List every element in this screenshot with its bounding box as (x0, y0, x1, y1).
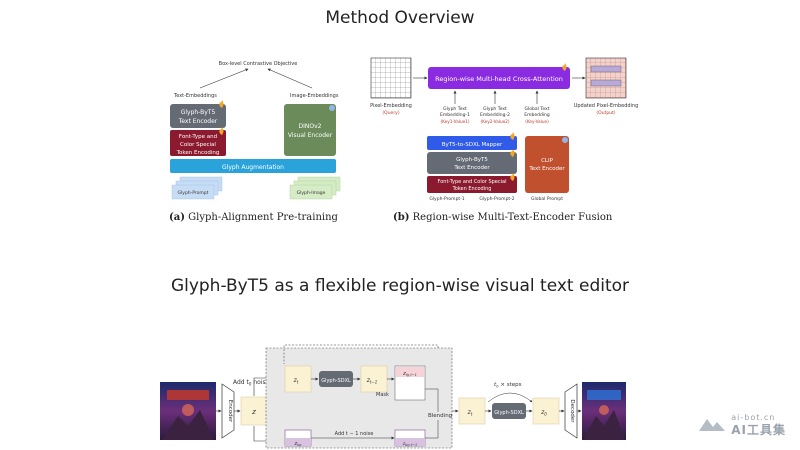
decoder-block (564, 383, 578, 439)
encoder-block (221, 383, 235, 439)
glyph-emb-2-line2: Embedding-2 (480, 112, 510, 118)
latent-z0-label: z0 (540, 409, 547, 417)
contrastive-objective-label: Box-level Contrastive Objective (219, 61, 298, 67)
add-noise-label: Add t0 noise (233, 379, 270, 387)
byt5-mapper-box (427, 136, 517, 150)
glyph-prompt-label: Glyph-Prompt (178, 190, 209, 196)
mask-label: Mask (376, 392, 389, 398)
flame-icon (219, 127, 224, 135)
latent-zt (284, 365, 312, 393)
snowflake-icon (329, 105, 335, 111)
output-label: (Output) (596, 110, 615, 116)
global-emb-line1: Global Text (525, 106, 550, 112)
glyph-emb-2-line1: Glyph Text (483, 106, 507, 112)
font-type-encoding-box (170, 130, 226, 156)
image-embeddings-label: Image-Embeddings (290, 93, 339, 99)
key-value-1-label: (Key1-Value1) (441, 119, 470, 124)
steps-label: t0 × steps (494, 382, 522, 389)
glyph-sdxl-block (319, 371, 353, 387)
font-type-b-line1: Font-Type and Color Special (438, 179, 507, 185)
glyph-augmentation-bar (170, 159, 336, 173)
clip-line1: CLIP (541, 158, 554, 164)
glyph-sdxl-label: Glyph-SDXL (321, 378, 351, 384)
blending-label: Blending (428, 413, 452, 419)
watermark: ai-bot.cn AI工具集 (697, 413, 786, 438)
objective-arrow-right (267, 68, 313, 89)
add-t-minus-1-noise-label: Add t − 1 noise (335, 431, 374, 437)
figure-b-caption: (b) Region-wise Multi-Text-Encoder Fusio… (393, 212, 612, 223)
font-type-line2: Color Special (180, 142, 216, 148)
watermark-logo-icon (699, 419, 726, 431)
mapper-label: ByT5-to-SDXL Mapper (442, 142, 503, 148)
flame-icon (510, 132, 515, 140)
latent-z-label: z (251, 408, 256, 416)
glyph-byt5-line1: Glyph-ByT5 (181, 109, 216, 116)
clip-encoder-box (525, 136, 569, 193)
latent-zt-minus-1-label: zt−1 (366, 377, 378, 385)
glyph-sdxl-2-label: Glyph-SDXL (494, 410, 524, 416)
query-label: (Query) (382, 110, 399, 116)
objective-arrow-left (199, 68, 249, 89)
encoder-label: Encoder (227, 400, 233, 423)
font-type-b-line2: Token Encoding (452, 186, 492, 192)
glyph-image-card (289, 184, 333, 200)
clip-line2: Text Encoder (528, 166, 565, 172)
global-emb-line2: Embedding (524, 112, 550, 118)
watermark-domain: ai-bot.cn (731, 413, 776, 422)
font-type-line3: Token Encoding (176, 150, 220, 156)
key-value-2-label: (Key2-Value2) (481, 119, 510, 124)
figure-a-tag: (a) (169, 212, 185, 223)
cross-attention-label: Region-wise Multi-head Cross-Attention (435, 75, 563, 83)
foreground-latent-label: zfg,t−1 (402, 371, 417, 377)
glyph-augmentation-label: Glyph Augmentation (222, 164, 284, 171)
glyph-byt5-line2: Text Encoder (178, 118, 218, 125)
pixel-embedding-label: Pixel-Embedding (370, 103, 412, 109)
latent-zt0-label: zt (467, 409, 473, 417)
updated-pixel-label: Updated Pixel-Embedding (574, 103, 639, 109)
figure-a-caption-text: Glyph-Alignment Pre-training (188, 212, 338, 223)
glyph-byt5-b-line1: Glyph-ByT5 (456, 157, 488, 163)
figure-a-caption: (a) Glyph-Alignment Pre-training (169, 212, 338, 223)
snowflake-icon (562, 137, 568, 143)
glyph-prompt-2-label: Glyph-Prompt-2 (479, 196, 514, 202)
glyph-prompt-card (171, 184, 215, 200)
flame-icon (510, 149, 515, 157)
pixel-embedding-grid (370, 57, 412, 99)
editor-pipeline-diagram: Encoder z Add t0 noise zt Glyph-SDXL zt−… (160, 344, 626, 449)
updated-pixel-grid (585, 57, 627, 99)
key-value-label: (Key-Value) (525, 119, 549, 124)
glyph-prompt-1-label: Glyph-Prompt-1 (429, 196, 464, 202)
watermark-name: AI工具集 (731, 423, 786, 437)
background-latent-t-minus-1-label: zbg,t−1 (402, 442, 417, 447)
method-overview-title: Method Overview (325, 8, 475, 28)
dinov2-line2: Visual Encoder (288, 132, 333, 139)
glyph-emb-1-line1: Glyph Text (443, 106, 467, 112)
flame-icon (562, 63, 567, 71)
editor-section-title: Glyph-ByT5 as a flexible region-wise vis… (170, 276, 630, 296)
dinov2-encoder-box (284, 104, 336, 156)
font-type-line1: Font-Type and (179, 134, 217, 140)
glyph-byt5-b-line2: Text Encoder (453, 165, 490, 171)
background-latent-label: zbg (293, 441, 302, 447)
glyph-byt5-encoder-box-b (427, 152, 517, 174)
glyph-alignment-diagram: Box-level Contrastive Objective Text-Emb… (170, 61, 341, 200)
decoder-label: Decoder (569, 399, 575, 423)
region-fusion-diagram: Pixel-Embedding (Query) Region-wise Mult… (370, 57, 639, 202)
latent-z (240, 396, 268, 426)
figure-b-tag: (b) (393, 212, 410, 223)
latent-zt-label: zt (293, 377, 299, 385)
flame-icon (219, 100, 224, 108)
cross-attention-block (428, 67, 570, 89)
figure-b-caption-text: Region-wise Multi-Text-Encoder Fusion (412, 212, 613, 223)
glyph-sdxl-block-2 (492, 403, 526, 419)
dinov2-line1: DINOv2 (299, 123, 322, 130)
flame-icon (510, 173, 515, 181)
glyph-emb-1-line2: Embedding-1 (440, 112, 470, 118)
glyph-image-label: Glyph-Image (297, 190, 326, 196)
glyph-byt5-encoder-box (170, 104, 226, 128)
latent-zt-minus-1 (360, 365, 388, 393)
global-prompt-label: Global Prompt (531, 196, 563, 202)
font-type-encoding-box-b (427, 176, 517, 193)
text-embeddings-label: Text-Embeddings (173, 93, 217, 99)
